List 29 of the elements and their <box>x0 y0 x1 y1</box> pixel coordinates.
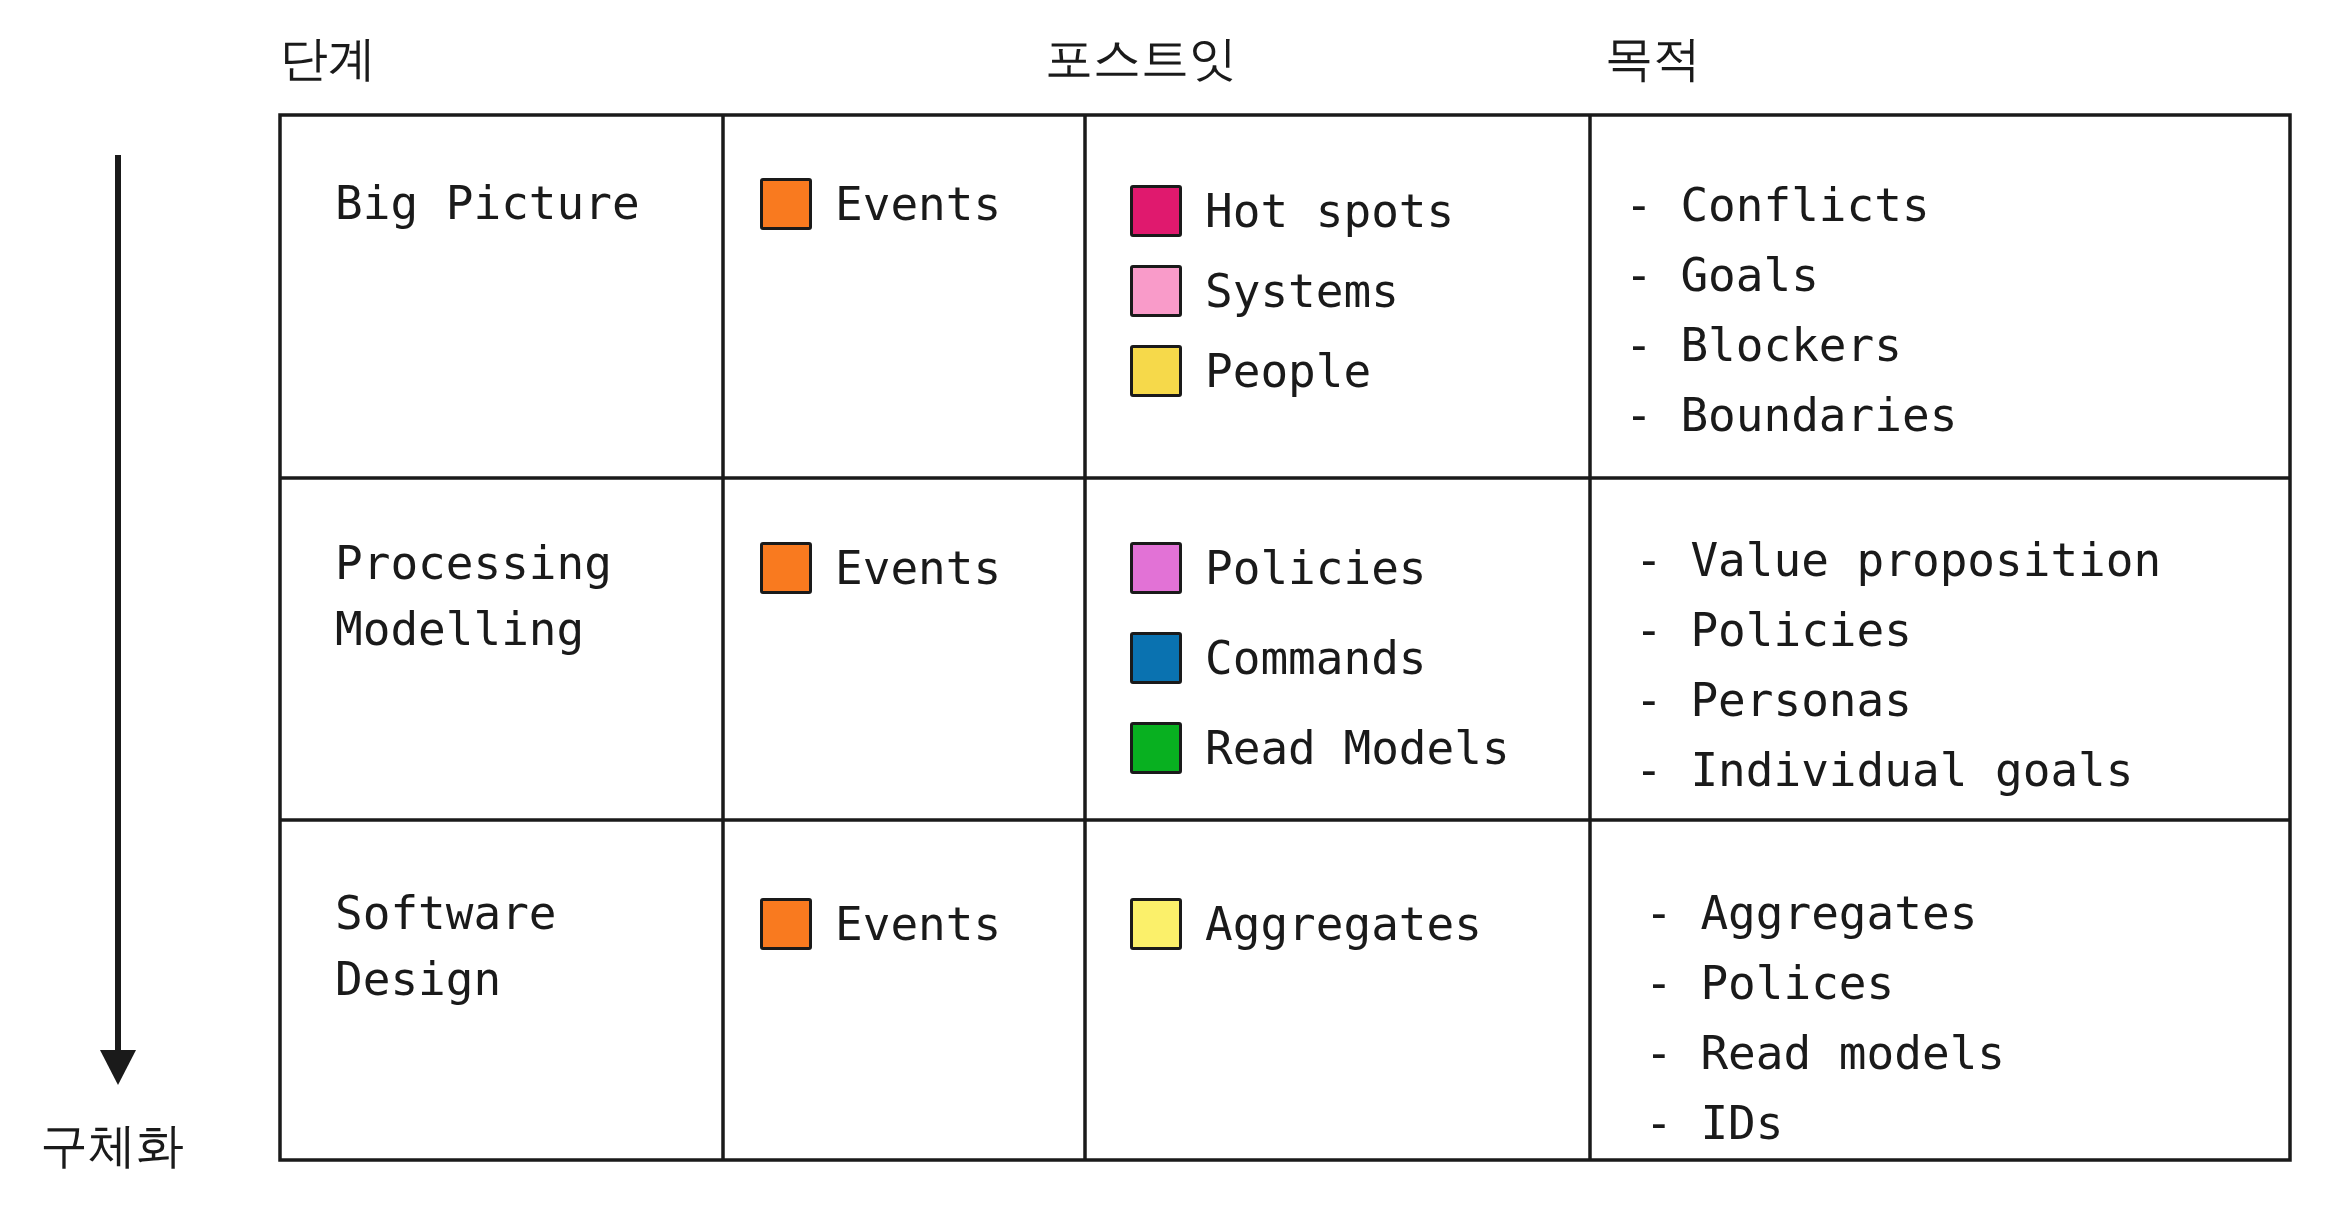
sticky-note-type: Read Models <box>1205 720 1510 777</box>
sticky-note-type: Events <box>835 540 1002 597</box>
purpose-item: - IDs <box>1645 1095 1784 1152</box>
purpose-item: - Aggregates <box>1645 885 1978 942</box>
sticky-note-type: Events <box>835 896 1002 953</box>
stage-name: Big Picture <box>335 175 640 232</box>
column-header: 단계 <box>280 29 376 88</box>
sticky-note-type: Events <box>835 176 1002 233</box>
column-header: 포스트잇 <box>1045 29 1237 88</box>
sticky-note-type: Hot spots <box>1205 183 1455 240</box>
stage-name: Software Design <box>335 885 558 1008</box>
purpose-item: - Value proposition <box>1635 532 2162 589</box>
sticky-note-type: Commands <box>1205 630 1427 687</box>
purpose-item: - Blockers <box>1625 317 1902 374</box>
purpose-item: - Read models <box>1645 1025 2006 1082</box>
purpose-item: - Individual goals <box>1635 742 2134 799</box>
sticky-note-type: Systems <box>1205 263 1399 320</box>
purpose-item: - Policies <box>1635 602 1912 659</box>
purpose-item: - Conflicts <box>1625 177 1930 234</box>
sticky-note-type: People <box>1205 343 1372 400</box>
stage-name: Processing Modelling <box>335 535 613 658</box>
sticky-note-type: Aggregates <box>1205 896 1482 953</box>
column-header: 목적 <box>1605 29 1701 88</box>
sticky-note-type: Policies <box>1205 540 1427 597</box>
purpose-item: - Polices <box>1645 955 1895 1012</box>
purpose-item: - Personas <box>1635 672 1912 729</box>
axis-label: 구체화 <box>40 1116 184 1175</box>
purpose-item: - Goals <box>1625 247 1819 304</box>
purpose-item: - Boundaries <box>1625 387 1958 444</box>
